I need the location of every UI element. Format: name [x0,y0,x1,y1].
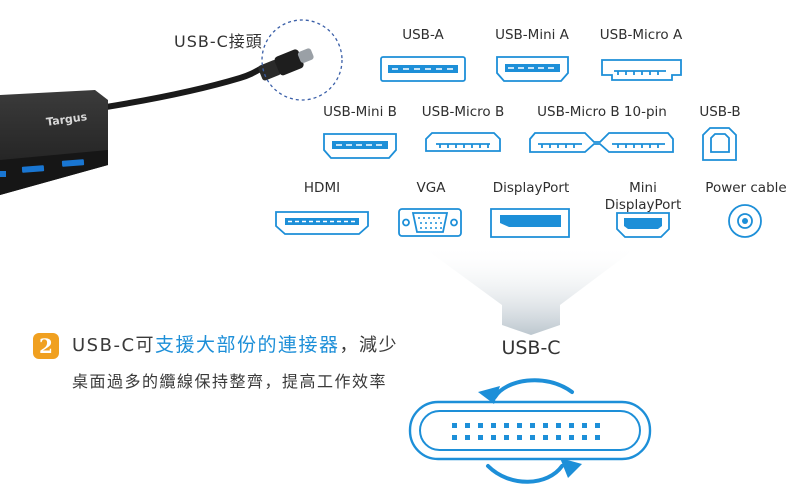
label-usb-micro-a: USB-Micro A [599,27,683,43]
connector-highlight-circle [261,19,343,101]
feature-suffix: ，減少 [339,335,399,356]
feature-prefix: USB-C可 [72,335,156,356]
feature-line-2: 桌面過多的纜線保持整齊，提高工作效率 [72,372,388,391]
label-usb-mini-a: USB-Mini A [495,27,569,43]
label-power-cable: Power cable [705,180,787,196]
usb-mini-a-icon [496,56,569,82]
feature-highlight: 支援大部份的連接器 [155,334,340,356]
usb-micro-b-icon [425,132,501,152]
label-vga: VGA [416,180,446,196]
label-usb-mini-b: USB-Mini B [323,104,397,120]
usb-a-icon [380,56,466,82]
rotate-arrow-top-head [478,386,500,404]
hdmi-icon [275,211,369,235]
rotate-arrow-top-icon [493,378,574,399]
label-displayport: DisplayPort [492,180,570,196]
usb-c-result-label: USB-C [501,337,561,359]
usb-hub-body [0,90,108,195]
feature-number-badge: 2 [33,333,59,359]
mini-displayport-icon [616,212,670,238]
usb-c-connector [258,48,314,81]
rotate-arrow-bottom-head [560,458,582,478]
funnel-shape [420,245,640,335]
hub-cable [97,65,265,111]
usb-b-icon [702,127,737,161]
label-usb-a: USB-A [402,27,444,43]
label-hdmi: HDMI [303,180,341,196]
label-mini-displayport: Mini DisplayPort [604,180,682,213]
power-cable-icon [728,204,762,238]
usb-c-connector-label: USB-C接頭 [174,32,263,51]
displayport-icon [490,208,570,238]
usb-c-large-icon [408,400,652,461]
vga-icon [398,208,462,237]
label-usb-micro-b: USB-Micro B [421,104,505,120]
label-usb-micro-b-10pin: USB-Micro B 10-pin [537,104,667,120]
usb-mini-b-icon [323,133,397,159]
usb-micro-a-icon [601,59,682,81]
usb-micro-b-10pin-icon [529,132,674,153]
feature-line-1: USB-C可支援大部份的連接器，減少 [72,330,398,357]
rotate-arrow-bottom-icon [486,464,564,484]
label-usb-b: USB-B [699,104,741,120]
